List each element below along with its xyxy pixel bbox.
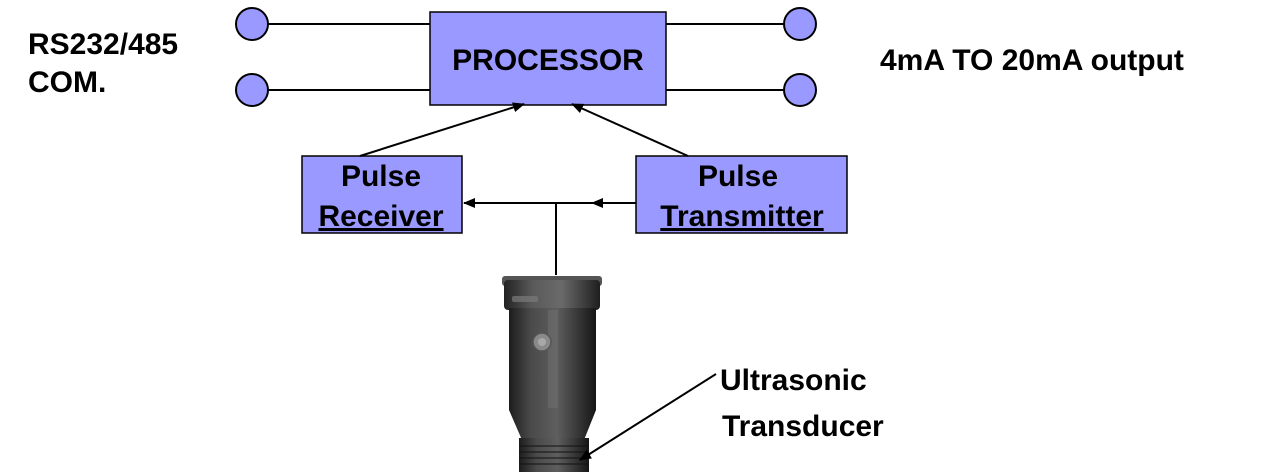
rs232-485-label: RS232/485 <box>28 28 178 61</box>
current-output-label: 4mA TO 20mA output <box>880 44 1184 77</box>
pulse-receiver-label-line1: Pulse <box>341 160 421 193</box>
pulse-receiver-label-line2: Receiver <box>318 200 443 233</box>
transducer-label: Transducer <box>722 410 884 443</box>
com-label: COM. <box>28 66 106 99</box>
right-bottom-terminal <box>783 73 817 107</box>
processor-label: PROCESSOR <box>452 44 644 77</box>
pulse-transmitter-block <box>635 155 848 234</box>
transducer-photo <box>502 276 602 472</box>
receiver-to-processor-arrow <box>359 102 525 157</box>
ultrasonic-label: Ultrasonic <box>720 364 867 397</box>
pulse-transmitter-label-line1: Pulse <box>698 160 778 193</box>
processor-block <box>429 11 667 106</box>
transducer-pointer-line <box>579 373 717 461</box>
transmitter-to-processor-arrow <box>571 103 689 157</box>
pulse-transmitter-label-line2: Transmitter <box>660 200 824 233</box>
right-top-terminal <box>783 7 817 41</box>
left-top-terminal <box>235 7 269 41</box>
pulse-receiver-block <box>301 155 463 234</box>
left-bottom-terminal <box>235 73 269 107</box>
